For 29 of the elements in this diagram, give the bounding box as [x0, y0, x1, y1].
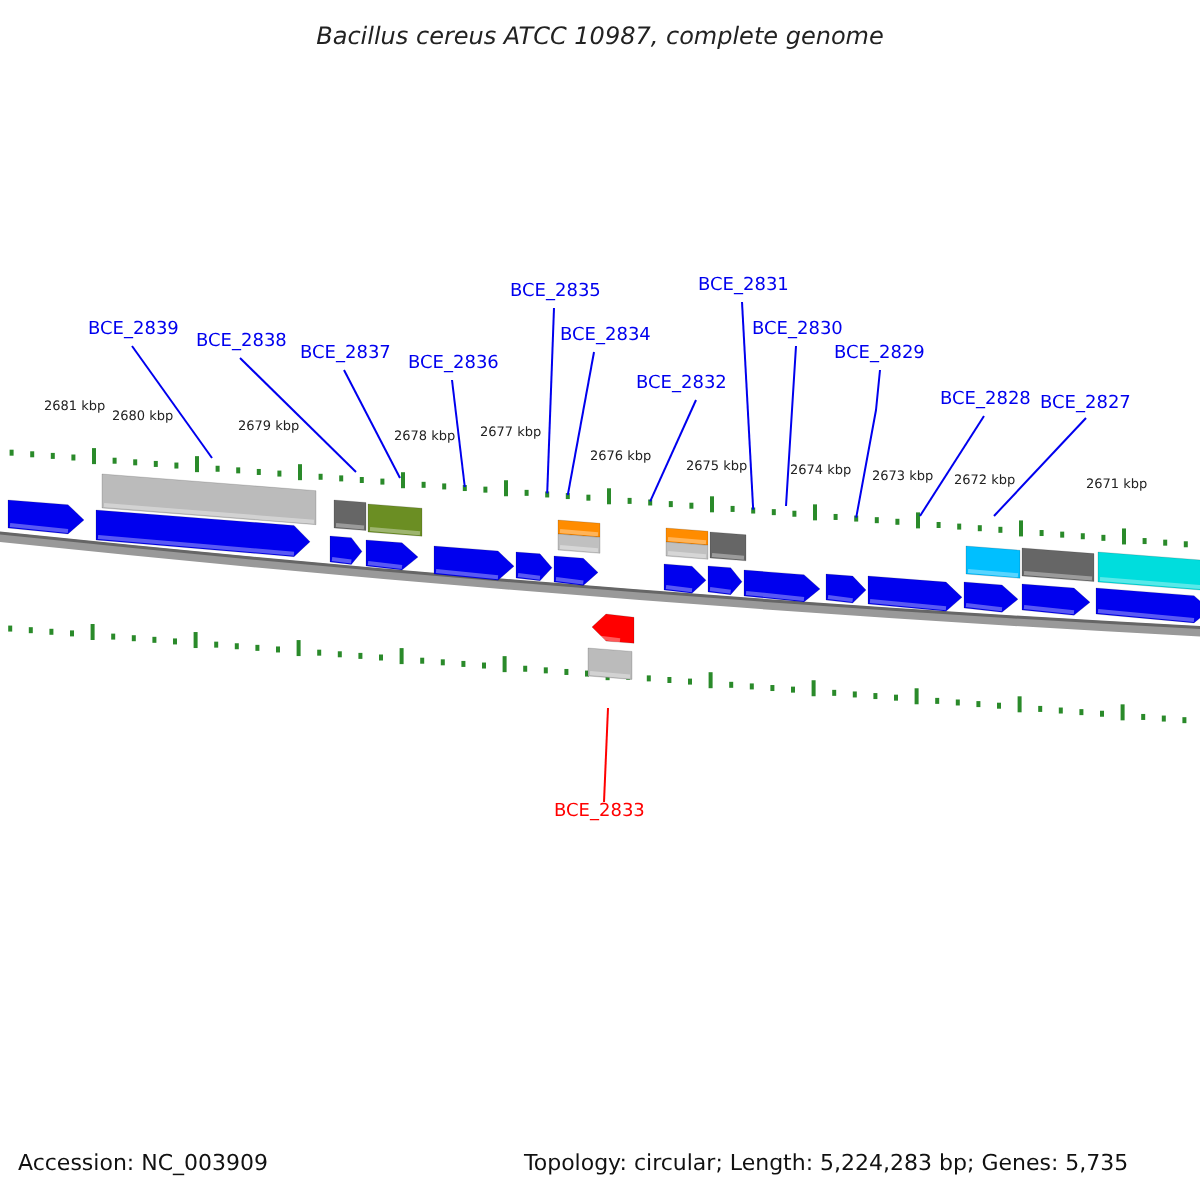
leader-line [239, 357, 357, 473]
leader-line [855, 369, 881, 519]
gene-label: BCE_2835 [510, 284, 601, 302]
gene-label: BCE_2827 [1040, 396, 1131, 414]
footer-text: Accession: NC_003909 [18, 1152, 269, 1174]
leader-line [603, 707, 609, 803]
footer-text: Topology: circular; Length: 5,224,283 bp; Genes: 5,735 [524, 1152, 1129, 1174]
gene-label: BCE_2830 [752, 322, 843, 340]
leader-line [546, 307, 555, 495]
gene-label: BCE_2837 [300, 346, 391, 364]
gene-label: BCE_2838 [196, 334, 287, 352]
gene-label: BCE_2832 [636, 376, 727, 394]
gene-label: BCE_2836 [408, 356, 499, 374]
leader-line [741, 301, 755, 511]
leader-line [649, 399, 697, 503]
title: Bacillus cereus ATCC 10987, complete genome [314, 24, 886, 48]
gene-label: BCE_2833 [554, 804, 645, 822]
gene-label: BCE_2839 [88, 322, 179, 340]
leader-line [993, 417, 1087, 517]
gene-label: BCE_2831 [698, 278, 789, 296]
leader-line [451, 379, 466, 488]
gene-label: BCE_2834 [560, 328, 651, 346]
leader-line [566, 351, 595, 496]
gene-label: BCE_2829 [834, 346, 925, 364]
leader-line [919, 415, 985, 517]
gene-label: BCE_2828 [940, 392, 1031, 410]
leader-line [343, 369, 401, 479]
leader-line [131, 345, 213, 459]
leader-line [785, 345, 797, 507]
